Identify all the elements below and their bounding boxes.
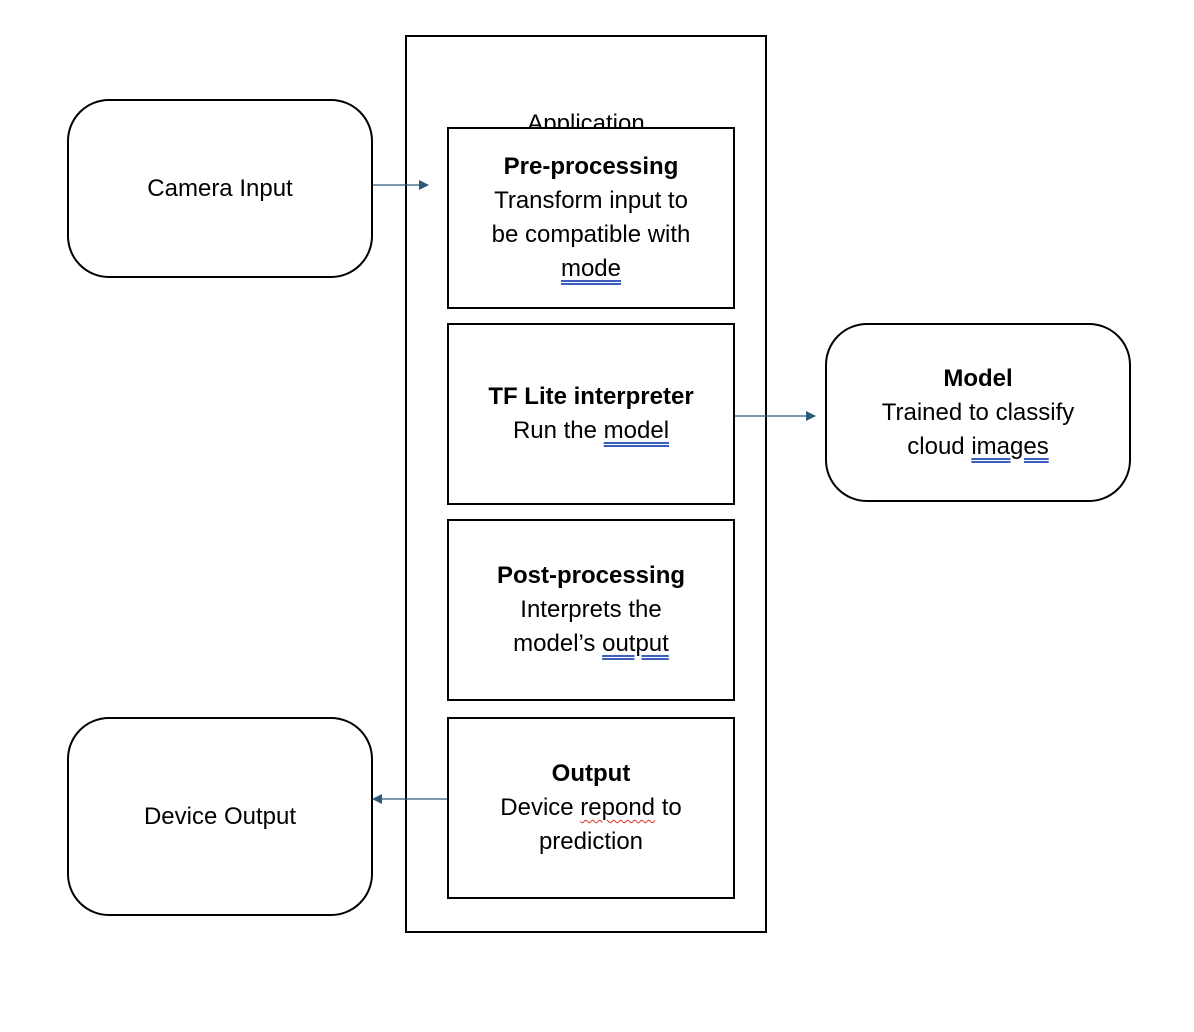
pre-processing-title: Pre-processing <box>503 153 679 180</box>
tflite-interpreter-box: TF Lite interpreter Run the model <box>447 323 735 505</box>
pre-processing-box: Pre-processing Transform input to be com… <box>447 127 735 309</box>
model-desc: Trained to classify cloud images <box>881 398 1075 460</box>
model-node: Model Trained to classify cloud images <box>825 323 1131 502</box>
post-processing-desc: Interprets the model’s output <box>513 596 669 657</box>
post-processing-title: Post-processing <box>496 562 686 589</box>
tflite-interpreter-title: TF Lite interpreter <box>488 383 694 410</box>
output-box: Output Device repond to prediction <box>447 717 735 899</box>
device-output-node: Device Output <box>67 717 373 916</box>
model-title: Model <box>943 364 1013 392</box>
tflite-interpreter-desc: Run the model <box>512 417 670 444</box>
device-output-label: Device Output <box>143 802 297 830</box>
pre-processing-desc: Transform input to be compatible with mo… <box>491 187 691 282</box>
camera-input-label: Camera Input <box>147 174 293 202</box>
post-processing-box: Post-processing Interprets the model’s o… <box>447 519 735 701</box>
output-desc: Device repond to prediction <box>500 794 682 855</box>
camera-input-node: Camera Input <box>67 99 373 278</box>
output-title: Output <box>551 760 631 787</box>
